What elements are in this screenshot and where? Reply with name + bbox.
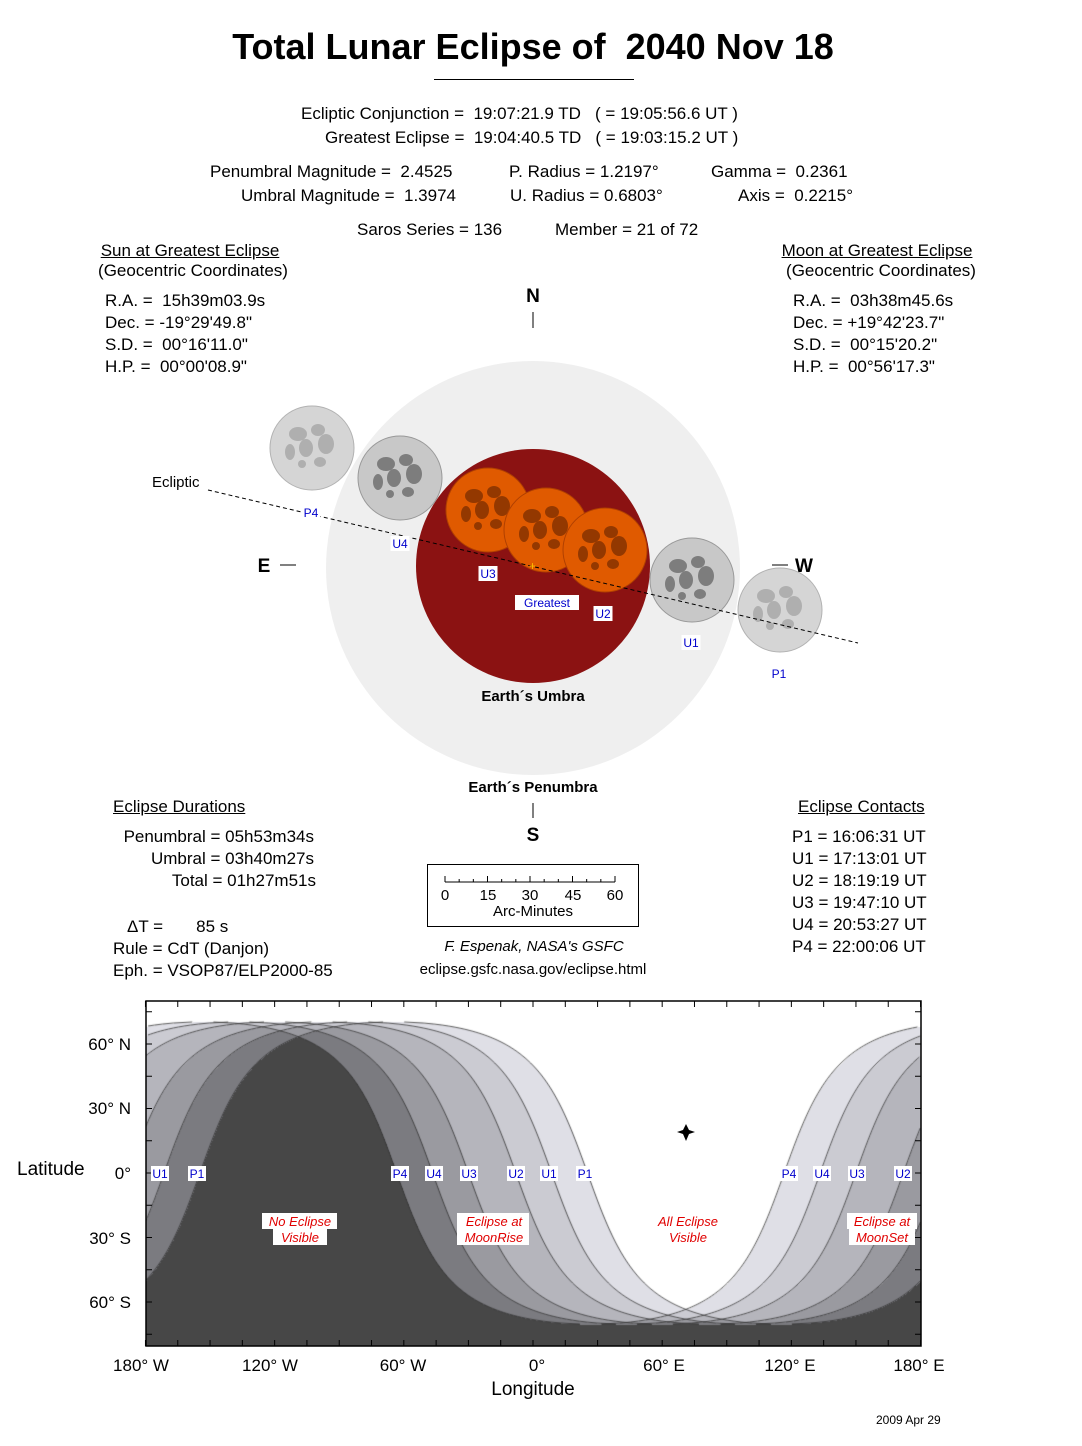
lon-label: 120° E: [764, 1356, 816, 1375]
penumbral-magnitude: Penumbral Magnitude = 2.4525: [210, 162, 453, 181]
sun-subheading: (Geocentric Coordinates): [98, 261, 288, 280]
scale-tick-label: 0: [440, 887, 450, 904]
moon-label-bg: [515, 595, 579, 610]
moon-u1: [649, 537, 735, 623]
durations-heading: Eclipse Durations: [113, 797, 246, 816]
moon-sd: S.D. = 00°15'20.2": [793, 335, 938, 354]
latitude-title: Latitude: [17, 1159, 85, 1180]
moon-subheading: (Geocentric Coordinates): [786, 261, 976, 280]
contact-p4: P4 = 22:00:06 UT: [792, 937, 926, 956]
ecliptic-label: Ecliptic: [152, 474, 200, 491]
sun-hp: H.P. = 00°00'08.9": [105, 357, 247, 376]
duration-penumbral: Penumbral = 05h53m34s: [123, 827, 314, 846]
lon-label: 120° W: [242, 1356, 298, 1375]
axis: Axis = 0.2215°: [738, 186, 854, 205]
lat-label: 60° S: [89, 1293, 131, 1312]
scale-box: [427, 864, 639, 927]
lon-label: 180° E: [893, 1356, 945, 1375]
contacts-heading: Eclipse Contacts: [798, 797, 925, 816]
sun-dec: Dec. = -19°29'49.8": [105, 313, 252, 332]
center-cross-icon: +: [529, 559, 536, 573]
moon-label-p4: P4: [304, 506, 319, 520]
ecliptic-line: [207, 489, 859, 644]
conjunction-text: Ecliptic Conjunction = 19:07:21.9 TD ( =…: [301, 104, 738, 123]
lat-label: 60° N: [88, 1035, 131, 1054]
penumbral-radius: P. Radius = 1.2197°: [509, 162, 659, 181]
moon-ra: R.A. = 03h38m45.6s: [793, 291, 954, 310]
moon-u2: [562, 507, 648, 593]
saros-member: Member = 21 of 72: [555, 220, 699, 239]
west-label: W: [795, 556, 813, 577]
lat-label: 0°: [114, 1164, 131, 1183]
footer-date: 2009 Apr 29: [876, 1413, 941, 1427]
delta-t: ΔT = 85 s: [127, 917, 229, 936]
penumbra-label: Earth´s Penumbra: [468, 779, 598, 796]
scale-tick-label: 45: [564, 887, 582, 904]
moon-label-bg: [681, 635, 701, 650]
contact-p1: P1 = 16:06:31 UT: [792, 827, 926, 846]
rule: Rule = CdT (Danjon): [113, 939, 270, 958]
umbral-radius: U. Radius = 0.6803°: [510, 186, 663, 205]
greatest-eclipse-text: Greatest Eclipse = 19:04:40.5 TD ( = 19:…: [325, 128, 739, 147]
page-title: Total Lunar Eclipse of 2040 Nov 18: [232, 26, 834, 67]
scale-tick-label: 15: [479, 887, 497, 904]
title-underline: [434, 79, 634, 80]
contact-u1: U1 = 17:13:01 UT: [792, 849, 927, 868]
moon-label-bg: [769, 666, 789, 681]
umbral-magnitude: Umbral Magnitude = 1.3974: [241, 186, 456, 205]
sun-heading: Sun at Greatest Eclipse: [100, 241, 280, 260]
moon-label-greatest: Greatest: [524, 596, 571, 610]
moon-heading: Moon at Greatest Eclipse: [781, 241, 973, 260]
umbra-label: Earth´s Umbra: [481, 688, 585, 705]
gamma: Gamma = 0.2361: [711, 162, 848, 181]
contact-u3: U3 = 19:47:10 UT: [792, 893, 927, 912]
lon-label: 0°: [528, 1356, 546, 1375]
lon-label: 60° E: [643, 1356, 685, 1375]
moon-label-bg: [593, 606, 613, 621]
duration-umbral: Umbral = 03h40m27s: [150, 849, 314, 868]
credit-author: F. Espenak, NASA's GSFC: [444, 938, 624, 955]
lon-label: 60° W: [379, 1356, 427, 1375]
moon-hp: H.P. = 00°56'17.3": [793, 357, 935, 376]
scale-tick-label: 30: [521, 887, 539, 904]
moon-dec: Dec. = +19°42'23.7": [793, 313, 945, 332]
moon-label-u2: U2: [595, 607, 611, 621]
moon-label-p1: P1: [772, 667, 787, 681]
contact-u2: U2 = 18:19:19 UT: [792, 871, 927, 890]
ephemeris: Eph. = VSOP87/ELP2000-85: [113, 961, 333, 980]
saros-series: Saros Series = 136: [357, 220, 503, 239]
sun-sd: S.D. = 00°16'11.0": [105, 335, 248, 354]
visibility-map: [146, 1001, 921, 1346]
moon-label-bg: [478, 566, 498, 581]
moon-p1: [737, 567, 823, 653]
moon-label-u3: U3: [480, 567, 496, 581]
longitude-title: Longitude: [491, 1379, 575, 1400]
north-label: N: [526, 286, 540, 307]
moon-label-u1: U1: [683, 636, 699, 650]
moon-label-bg: [301, 505, 321, 520]
scale-tick-label: 60: [606, 887, 624, 904]
duration-total: Total = 01h27m51s: [171, 871, 316, 890]
moon-u4: [357, 435, 443, 521]
south-label: S: [527, 825, 540, 846]
lon-label: 180° W: [113, 1356, 169, 1375]
east-label: E: [258, 556, 271, 577]
moon-p4: [269, 405, 355, 491]
moon-label-bg: [390, 536, 410, 551]
scale-unit: Arc-Minutes: [492, 903, 574, 920]
lat-label: 30° N: [88, 1099, 131, 1118]
credit-url[interactable]: eclipse.gsfc.nasa.gov/eclipse.html: [419, 961, 647, 978]
sun-ra: R.A. = 15h39m03.9s: [105, 291, 266, 310]
contact-u4: U4 = 20:53:27 UT: [792, 915, 927, 934]
moon-label-u4: U4: [392, 537, 408, 551]
lat-label: 30° S: [89, 1229, 131, 1248]
